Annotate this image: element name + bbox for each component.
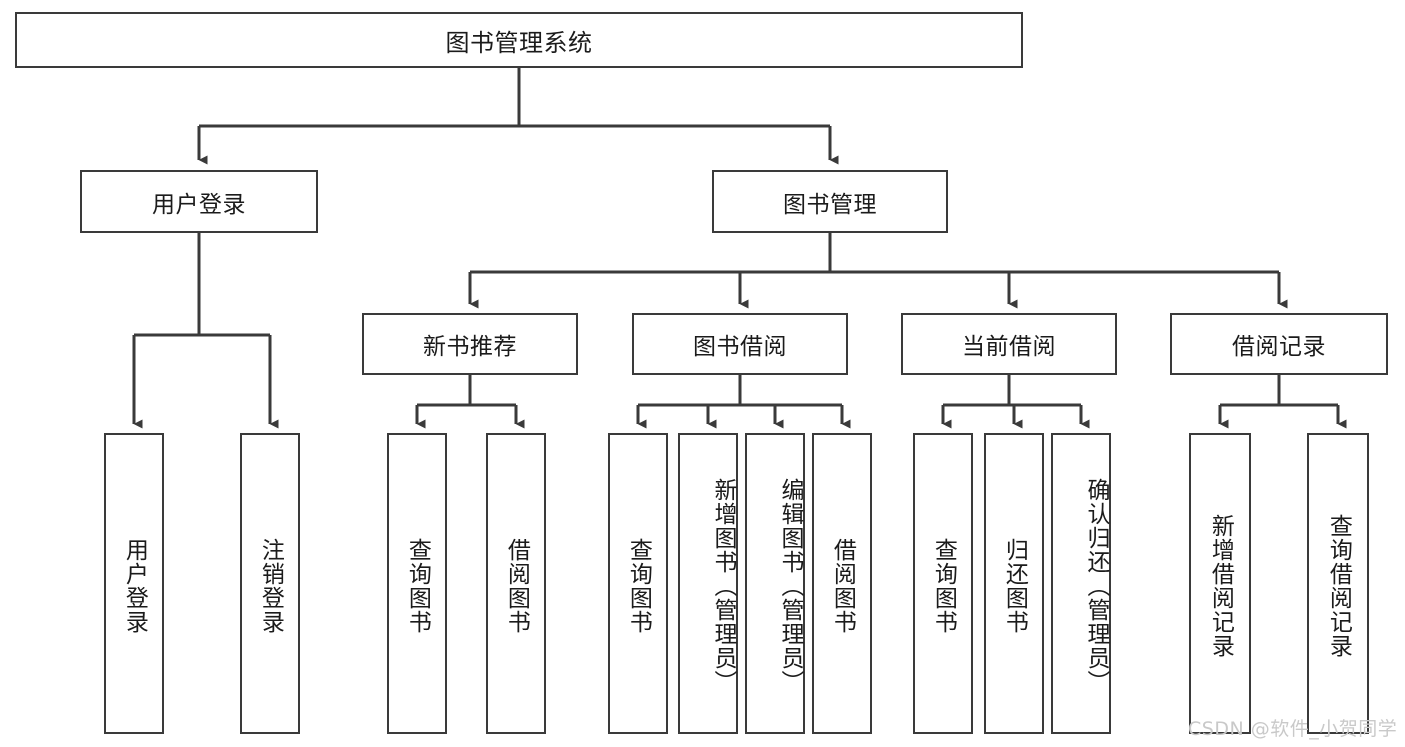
leaf-user-login[interactable]: 用户登录 <box>104 433 164 734</box>
leaf-edit-book-admin[interactable]: 编辑图书（管理员） <box>745 433 805 734</box>
node-borrow-record[interactable]: 借阅记录 <box>1170 313 1388 375</box>
edges-book-manage-to-level2 <box>468 233 1288 309</box>
leaf-add-borrow-record[interactable]: 新增借阅记录 <box>1189 433 1251 734</box>
leaf-query-book-borrow[interactable]: 查询图书 <box>608 433 668 734</box>
edges-book-borrow-to-leaves <box>636 375 851 429</box>
leaf-borrow-book-borrow[interactable]: 借阅图书 <box>812 433 872 734</box>
edges-borrow-record-to-leaves <box>1218 375 1347 429</box>
leaf-query-book-recommend[interactable]: 查询图书 <box>387 433 447 734</box>
leaf-add-book-admin[interactable]: 新增图书（管理员） <box>678 433 738 734</box>
leaf-return-book[interactable]: 归还图书 <box>984 433 1044 734</box>
leaf-query-book-current[interactable]: 查询图书 <box>913 433 973 734</box>
node-current-borrow[interactable]: 当前借阅 <box>901 313 1117 375</box>
edges-user-login-to-leaves <box>132 233 279 429</box>
leaf-borrow-book-recommend[interactable]: 借阅图书 <box>486 433 546 734</box>
node-root[interactable]: 图书管理系统 <box>15 12 1023 68</box>
edges-root-to-level1 <box>197 68 839 165</box>
leaf-logout[interactable]: 注销登录 <box>240 433 300 734</box>
node-new-book-recommend[interactable]: 新书推荐 <box>362 313 578 375</box>
node-book-manage[interactable]: 图书管理 <box>712 170 948 233</box>
leaf-query-borrow-record[interactable]: 查询借阅记录 <box>1307 433 1369 734</box>
node-book-borrow[interactable]: 图书借阅 <box>632 313 848 375</box>
edges-new-book-rec-to-leaves <box>415 375 525 429</box>
leaf-confirm-return-admin[interactable]: 确认归还（管理员） <box>1051 433 1111 734</box>
edges-current-borrow-to-leaves <box>941 375 1090 429</box>
node-user-login[interactable]: 用户登录 <box>80 170 318 233</box>
